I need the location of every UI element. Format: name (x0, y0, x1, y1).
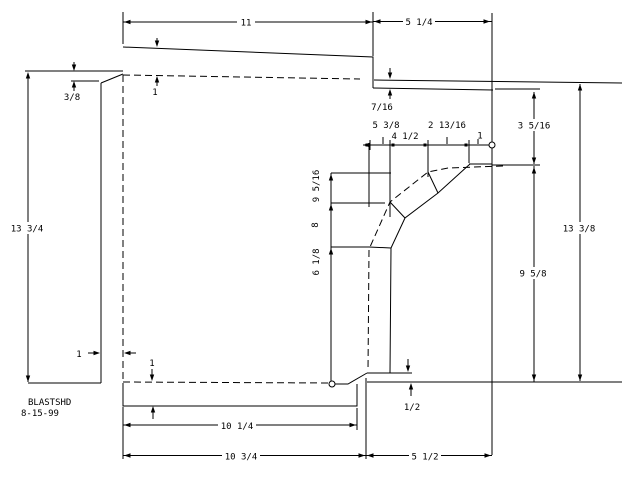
dim-curve-x3: 2 13/16 (428, 121, 466, 131)
dim-curve-y3: 6 1/8 (312, 248, 322, 275)
dim-curve-y1: 9 5/16 (312, 170, 322, 203)
hidden-edges-dashed (122, 74, 504, 384)
dim-bottom-inner-width: 10 1/4 (221, 422, 254, 432)
dim-right-height: 13 3/8 (563, 225, 596, 235)
dim-flange-offset: 1/2 (404, 403, 420, 413)
part-outline-solid (100, 13, 623, 455)
dim-lower-right-height: 9 5/8 (519, 270, 546, 280)
dim-top-left-offset: 3/8 (64, 93, 80, 103)
dimension-lines (25, 12, 581, 459)
dim-curve-x2: 4 1/2 (391, 132, 418, 142)
reference-circles (328, 141, 496, 388)
dimension-arrows (25, 19, 583, 458)
dim-curve-x4: 1 (477, 132, 482, 142)
drawing-date: 8-15-99 (21, 409, 59, 419)
dim-curve-x1: 5 3/8 (372, 121, 399, 131)
dimension-labels: 11 5 1/4 3/8 1 7/16 5 3/8 4 1/2 2 13/16 … (11, 18, 596, 463)
dim-left-height: 13 3/4 (11, 225, 44, 235)
dim-bottom-right-width: 5 1/2 (411, 453, 438, 463)
dim-notch-height: 3 5/16 (518, 122, 551, 132)
dim-top-right-width: 5 1/4 (405, 18, 432, 28)
dim-curve-y2: 8 (311, 222, 321, 227)
corner-reference-circle-bottom (328, 380, 336, 388)
dim-top-thickness: 1 (152, 88, 157, 98)
dim-left-gap: 1 (76, 350, 81, 360)
label-masks (8, 16, 598, 461)
dim-top-width: 11 (241, 19, 252, 29)
corner-reference-circle-top (488, 141, 496, 149)
dim-step-height: 1 (149, 359, 154, 369)
dim-bottom-left-width: 10 3/4 (225, 453, 258, 463)
dim-strip-thickness: 7/16 (371, 103, 393, 113)
drawing-title: BLASTSHD (28, 398, 71, 408)
